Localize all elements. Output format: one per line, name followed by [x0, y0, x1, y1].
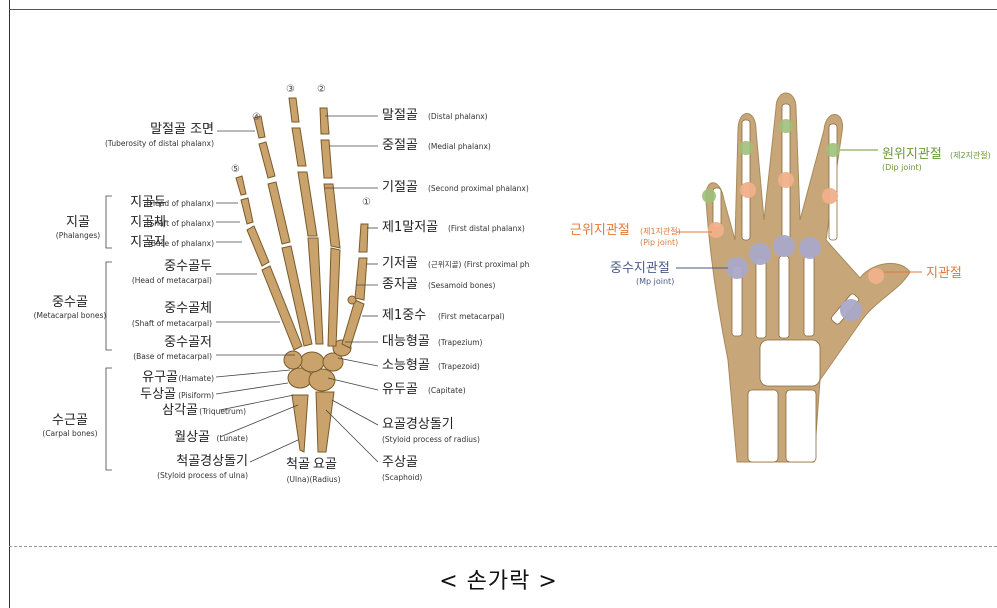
- label-first-proximal: 기저골: [382, 256, 418, 271]
- label-shaft-phalanx-en: (Shaft of phalanx): [147, 219, 214, 228]
- group-metacarpal-en: (Metacarpal bones): [34, 311, 107, 320]
- label-pisiform-en: (Pisiform): [178, 391, 214, 400]
- hand-joints: 원위지관절 (제2지관절) (Dip joint) 근위지관절 (제1지관절) …: [570, 93, 991, 462]
- label-first-metacarpal: 제1중수: [382, 308, 426, 323]
- group-carpal: 수근골: [52, 413, 88, 428]
- label-shaft-metacarpal: 중수골체: [164, 301, 212, 316]
- label-pip-joint-note: (제1지관절): [640, 226, 681, 236]
- label-distal-phalanx-en: (Distal phalanx): [428, 112, 488, 121]
- label-trapezium: 대능형골: [382, 334, 430, 349]
- label-styloid-radius: 요골경상돌기: [382, 417, 454, 432]
- label-pip-joint-en: (Pip joint): [640, 238, 678, 247]
- dashed-divider: [9, 546, 997, 547]
- group-labels: 지골 (Phalanges) 중수골 (Metacarpal bones) 수근…: [34, 215, 107, 438]
- label-ulna-en: (Ulna): [287, 475, 310, 484]
- label-pisiform: 두상골: [140, 387, 176, 402]
- labels-left: 말절골 조면 (Tuberosity of distal phalanx) 지골…: [105, 122, 248, 480]
- label-base-phalanx-en: (Base of phalanx): [148, 239, 214, 248]
- label-proximal-phalanx: 기절골: [382, 180, 418, 195]
- label-distal-tuberosity-en: (Tuberosity of distal phalanx): [105, 139, 214, 148]
- label-first-distal: 제1말저골: [382, 220, 438, 235]
- label-trapezium-en: (Trapezium): [438, 338, 483, 347]
- label-proximal-phalanx-en: (Second proximal phalanx): [428, 184, 529, 193]
- finger-number-1: ①: [362, 197, 371, 208]
- label-scaphoid: 주상골: [382, 455, 418, 470]
- label-styloid-ulna: 척골경상돌기: [176, 454, 248, 469]
- label-dip-joint: 원위지관절: [882, 147, 942, 162]
- label-lunate-en: (Lunate): [216, 434, 248, 443]
- figure-caption: < 손가락 >: [0, 563, 997, 595]
- label-head-metacarpal-en: (Head of metacarpal): [132, 276, 212, 285]
- label-trapezoid-en: (Trapezoid): [438, 362, 480, 371]
- label-triquetrum-en: (Triquetrum): [199, 407, 246, 416]
- label-first-metacarpal-en: (First metacarpal): [438, 312, 505, 321]
- label-capitate-en: (Capitate): [428, 386, 466, 395]
- label-mp-joint-en: (Mp joint): [636, 277, 674, 286]
- label-mp-joint: 중수지관절: [610, 261, 670, 276]
- label-hamate: 유구골: [142, 370, 178, 385]
- finger-number-2: ②: [317, 84, 326, 95]
- label-hamate-en: (Hamate): [178, 374, 214, 383]
- label-sesamoid: 종자골: [382, 277, 418, 292]
- finger-number-5: ⑤: [231, 164, 240, 175]
- group-carpal-en: (Carpal bones): [42, 429, 97, 438]
- label-styloid-radius-en: (Styloid process of radius): [382, 435, 480, 444]
- label-radius: 요골: [313, 457, 337, 472]
- finger-number-3: ③: [286, 84, 295, 95]
- finger-number-4: ④: [252, 112, 261, 123]
- group-phalanges: 지골: [66, 215, 90, 230]
- label-styloid-ulna-en: (Styloid process of ulna): [157, 471, 248, 480]
- label-distal-tuberosity: 말절골 조면: [150, 122, 214, 137]
- label-shaft-metacarpal-en: (Shaft of metacarpal): [132, 319, 212, 328]
- label-ulna: 척골: [286, 457, 310, 472]
- label-trapezoid: 소능형골: [382, 358, 430, 373]
- hand-skeleton: [236, 98, 368, 452]
- label-thumb-joint: 지관절: [926, 266, 962, 281]
- label-sesamoid-en: (Sesamoid bones): [428, 281, 496, 290]
- label-first-distal-en: (First distal phalanx): [448, 224, 525, 233]
- label-radius-en: (Radius): [310, 475, 341, 484]
- hand-diagrams: ① ② ③ ④ ⑤ 지: [0, 0, 997, 545]
- label-triquetrum: 삼각골: [162, 403, 198, 418]
- label-lunate: 월상골: [174, 430, 210, 445]
- group-metacarpal: 중수골: [52, 295, 88, 310]
- label-dip-joint-note: (제2지관절): [950, 150, 991, 160]
- label-base-metacarpal-en: (Base of metacarpal): [133, 352, 212, 361]
- label-head-metacarpal: 중수골두: [164, 259, 212, 274]
- label-head-phalanx-en: (Head of phalanx): [147, 199, 215, 208]
- label-medial-phalanx: 중절골: [382, 138, 418, 153]
- label-pip-joint: 근위지관절: [570, 223, 630, 238]
- label-medial-phalanx-en: (Medial phalanx): [428, 142, 491, 151]
- label-capitate: 유두골: [382, 382, 418, 397]
- labels-right: 말절골 (Distal phalanx) 중절골 (Medial phalanx…: [382, 108, 530, 482]
- label-distal-phalanx: 말절골: [382, 108, 418, 123]
- label-base-metacarpal: 중수골저: [164, 335, 212, 350]
- group-phalanges-en: (Phalanges): [56, 231, 101, 240]
- label-scaphoid-en: (Scaphoid): [382, 473, 422, 482]
- labels-forearm: 척골 (Ulna) 요골 (Radius): [286, 457, 341, 484]
- label-first-proximal-en: (근위지골) (First proximal ph: [428, 260, 530, 269]
- label-dip-joint-en: (Dip joint): [882, 163, 922, 172]
